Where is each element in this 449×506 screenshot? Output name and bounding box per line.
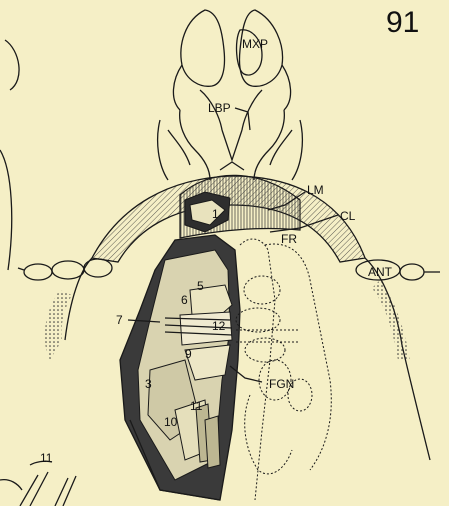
left-edge-fragment — [0, 40, 19, 270]
label-11-fragment: 11 — [40, 451, 53, 465]
label-fr: FR — [281, 232, 297, 246]
figure-number: 91 — [386, 6, 419, 39]
dissected-section — [120, 235, 240, 500]
label-1: 1 — [212, 207, 219, 221]
antenna-left — [18, 259, 112, 280]
label-7: 7 — [116, 313, 123, 327]
label-9: 9 — [185, 347, 192, 361]
label-lm: LM — [307, 183, 324, 197]
label-5: 5 — [197, 279, 204, 293]
label-12: 12 — [212, 319, 226, 333]
dotted-organ-outlines — [236, 239, 331, 500]
label-ant: ANT — [368, 265, 393, 279]
clypeus-labrum — [180, 162, 300, 238]
maxilliped-appendages — [158, 10, 303, 180]
label-11: 11 — [190, 399, 203, 413]
label-cl: CL — [340, 209, 356, 223]
label-mxp: MXP — [242, 37, 268, 51]
label-lbp: LBP — [208, 101, 231, 115]
label-10: 10 — [164, 415, 178, 429]
label-6: 6 — [181, 293, 188, 307]
label-3: 3 — [145, 377, 152, 391]
label-fgn: FGN — [269, 377, 294, 391]
bottom-left-fragment — [0, 472, 76, 506]
